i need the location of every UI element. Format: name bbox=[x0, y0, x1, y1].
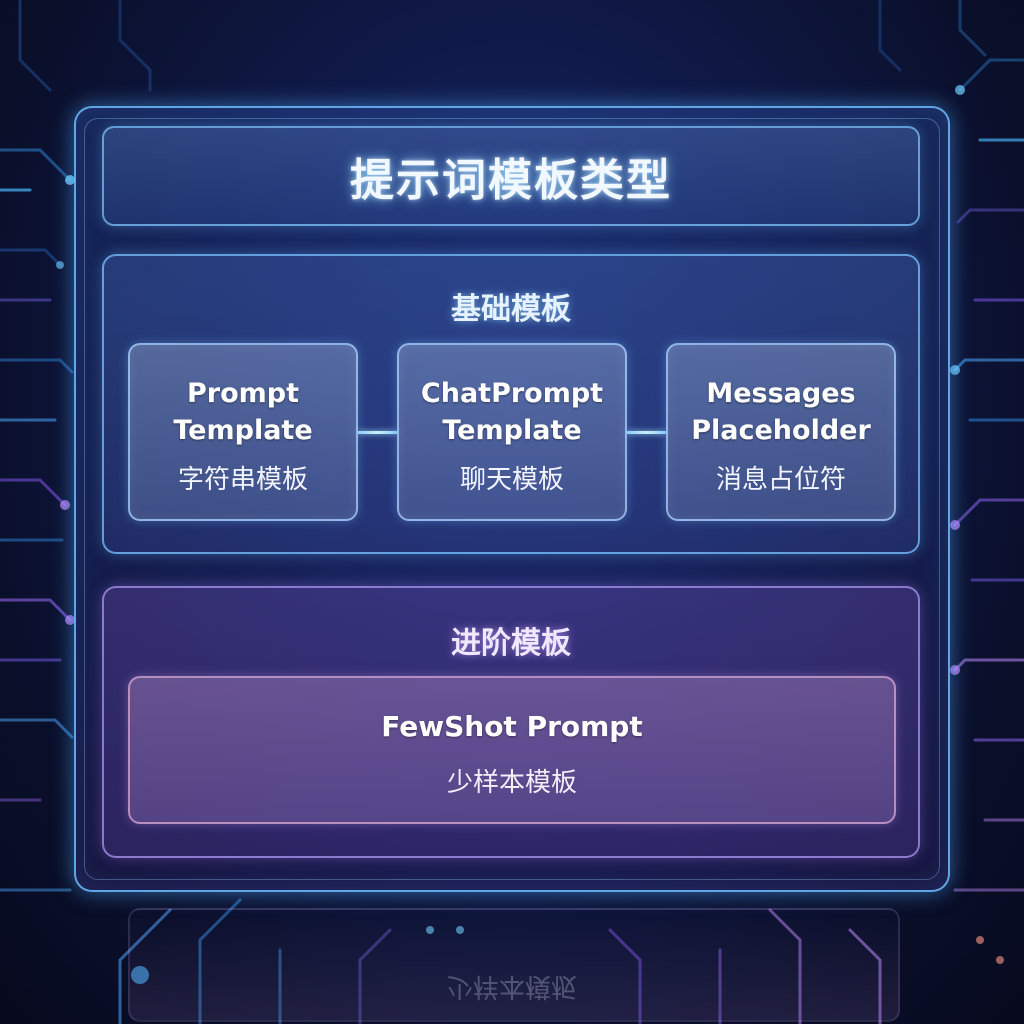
section-basic-templates: 基础模板 bbox=[102, 254, 920, 554]
connector-line bbox=[627, 431, 666, 434]
outer-panel bbox=[74, 106, 950, 892]
title-bar: 提示词模板类型 bbox=[102, 126, 920, 226]
inner-frame bbox=[84, 118, 940, 880]
card-prompt-template: Prompt Template 字符串模板 bbox=[128, 343, 358, 521]
section-advanced-templates: 进阶模板 bbox=[102, 586, 920, 858]
card-fewshot-prompt: FewShot Prompt 少样本模板 bbox=[128, 676, 896, 824]
card-messages-placeholder: Messages Placeholder 消息占位符 bbox=[666, 343, 896, 521]
diagram-title: 提示词模板类型 bbox=[350, 155, 672, 206]
section-heading-basic: 基础模板 bbox=[451, 292, 571, 327]
card-subtitle: 聊天模板 bbox=[459, 465, 564, 495]
connector-line bbox=[358, 431, 397, 434]
section-heading-advanced: 进阶模板 bbox=[451, 626, 571, 661]
card-title: Messages Placeholder bbox=[691, 378, 871, 446]
card-subtitle: 少样本模板 bbox=[446, 768, 577, 798]
card-chatprompt-template: ChatPrompt Template 聊天模板 bbox=[397, 343, 627, 521]
card-subtitle: 消息占位符 bbox=[715, 465, 846, 495]
card-title: ChatPrompt Template bbox=[420, 378, 604, 446]
card-subtitle: 字符串模板 bbox=[177, 465, 308, 495]
card-title: Prompt Template bbox=[173, 378, 313, 446]
card-title: FewShot Prompt bbox=[381, 710, 643, 743]
